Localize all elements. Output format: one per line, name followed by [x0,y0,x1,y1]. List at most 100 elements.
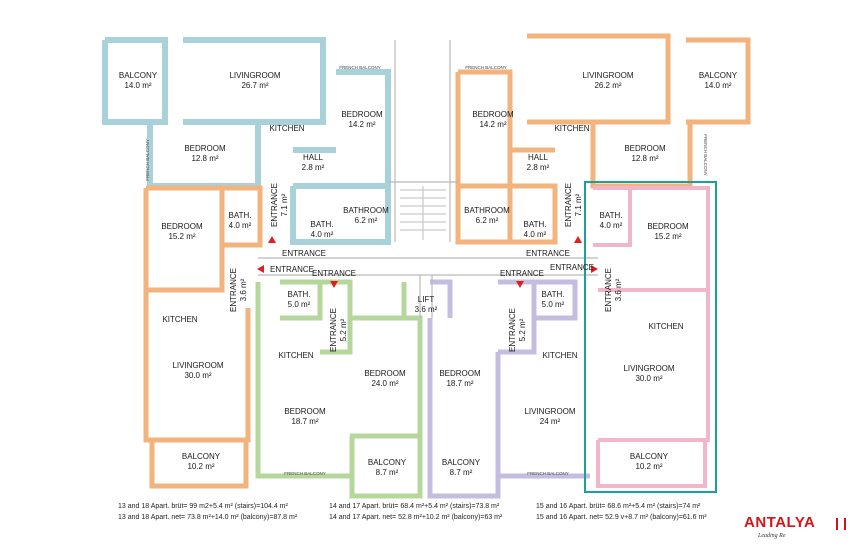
tl-bath-name: BATH. [311,220,334,229]
tr-bath-area: 4.0 m² [524,230,547,239]
mr-bath-area: 5.0 m² [542,300,565,309]
mr-entrance-area: 5.2 m² [518,318,527,341]
tr-bedroom1-name: BEDROOM [472,110,514,119]
ml-balcony-name: BALCONY [368,458,407,467]
tl-bedroom2-area: 12.8 m² [191,154,218,163]
ml-bath-name: BATH. [288,290,311,299]
ml-bedroom1-name: BEDROOM [284,407,326,416]
mr-bedroom-area: 18.7 m² [446,379,473,388]
entrance-label-2: ENTRANCE [270,265,314,274]
mr-living-area: 24 m² [540,417,561,426]
tr-entrance-area: 7.1 m² [574,193,583,216]
mr-kitchen: KITCHEN [542,351,577,360]
tr-bedroom2-name: BEDROOM [624,144,666,153]
ml-bath-area: 5.0 m² [288,300,311,309]
ml-bedroom1-area: 18.7 m² [291,417,318,426]
l-balcony-name: BALCONY [182,452,221,461]
entrance-label-5: ENTRANCE [550,263,594,272]
ml-kitchen: KITCHEN [278,351,313,360]
tl-bedroom1-name: BEDROOM [341,110,383,119]
r-balcony-area: 10.2 m² [635,462,662,471]
l-bath-area: 4.0 m² [229,221,252,230]
tl-balcony-name: BALCONY [119,71,158,80]
note-apartment-13-18-gross: 13 and 18 Apart. brüt= 99 m2+5.4 m² (sta… [118,503,288,510]
entrance-label-3: ENTRANCE [312,269,356,278]
brand-logo[interactable]: ANTALYA Leading Re [744,514,846,548]
tr-french-side: FRENCH BALCONY [703,134,708,176]
tr-balcony-area: 14.0 m² [704,81,731,90]
l-bedroom-area: 15.2 m² [168,232,195,241]
tr-kitchen: KITCHEN [554,124,589,133]
brand-logo-mark [836,518,846,530]
tr-bath-name: BATH. [524,220,547,229]
mr-balcony-name: BALCONY [442,458,481,467]
entrance-label-4: ENTRANCE [500,269,544,278]
l-kitchen: KITCHEN [162,315,197,324]
entrance-label-6: ENTRANCE [526,249,570,258]
note-apartment-14-17-gross: 14 and 17 Apart. brüt= 68.4 m²+5.4 m² (s… [329,503,500,510]
note-apartment-15-16-net: 15 and 16 Apart. net= 52.9 v+8.7 m² (bal… [536,514,707,521]
tl-bath-area: 4.0 m² [311,230,334,239]
r-living-name: LIVINGROOM [623,364,674,373]
note-apartment-14-17-net: 14 and 17 Apart. net= 52.8 m²+10.2 m² (b… [329,514,503,521]
r-entrance-name: ENTRANCE [604,268,613,312]
tl-living-name: LIVINGROOM [229,71,280,80]
tl-bathroom-area: 6.2 m² [355,216,378,225]
unit-top-left [102,37,391,245]
lift-name: LIFT [418,295,435,304]
unit-mid-left [255,279,423,499]
mr-balcony-area: 8.7 m² [450,468,473,477]
tr-bedroom2-area: 12.8 m² [631,154,658,163]
r-bedroom-name: BEDROOM [647,222,689,231]
tl-hall-area: 2.8 m² [302,163,325,172]
unit-top-right [455,33,751,245]
ml-balcony-area: 8.7 m² [376,468,399,477]
mr-french-balcony: FRENCH BALCONY [527,471,569,476]
mr-entrance-name: ENTRANCE [508,308,517,352]
brand-logo-tagline: Leading Re [758,533,786,539]
lift-area: 3.6 m² [415,305,438,314]
tr-living-name: LIVINGROOM [582,71,633,80]
ml-bedroom2-name: BEDROOM [364,369,406,378]
ml-french-balcony: FRENCH BALCONY [284,471,326,476]
tr-balcony-name: BALCONY [699,71,738,80]
tr-bedroom1-area: 14.2 m² [479,120,506,129]
tl-bedroom1-area: 14.2 m² [348,120,375,129]
mr-bath-name: BATH. [542,290,565,299]
entrance-label-1: ENTRANCE [282,249,326,258]
r-entrance-area: 3.6 m² [614,278,623,301]
tr-hall-name: HALL [528,153,549,162]
ml-bedroom2-area: 24.0 m² [371,379,398,388]
entrance-arrows [257,236,598,288]
unit-mid-right [427,279,590,499]
tr-entrance-name: ENTRANCE [564,183,573,227]
tl-hall-name: HALL [303,153,324,162]
r-bedroom-area: 15.2 m² [654,232,681,241]
stairs [400,186,446,240]
l-entrance-name: ENTRANCE [229,268,238,312]
unit-right [593,186,710,488]
tl-bedroom2-name: BEDROOM [184,144,226,153]
l-living-area: 30.0 m² [184,371,211,380]
brand-logo-word: ANTALYA [744,514,816,531]
l-bath-name: BATH. [229,211,252,220]
tl-living-area: 26.7 m² [241,81,268,90]
tl-balcony-area: 14.0 m² [124,81,151,90]
l-entrance-area: 3.6 m² [239,278,248,301]
r-balcony-name: BALCONY [630,452,669,461]
tl-entrance-name: ENTRANCE [270,183,279,227]
ml-entrance-name: ENTRANCE [329,308,338,352]
mr-bedroom-name: BEDROOM [439,369,481,378]
l-balcony-area: 10.2 m² [187,462,214,471]
unit-left [143,185,263,489]
r-kitchen: KITCHEN [648,322,683,331]
tr-hall-area: 2.8 m² [527,163,550,172]
tl-kitchen: KITCHEN [269,124,304,133]
tr-bathroom-area: 6.2 m² [476,216,499,225]
note-apartment-15-16-gross: 15 and 16 Apart. brüt= 68.6 m²+5.4 m² (s… [536,503,701,510]
ml-entrance-area: 5.2 m² [339,318,348,341]
tl-french-balcony: FRENCH BALCONY [339,65,381,70]
r-bath-name: BATH. [600,211,623,220]
highlight-frame [584,181,717,493]
